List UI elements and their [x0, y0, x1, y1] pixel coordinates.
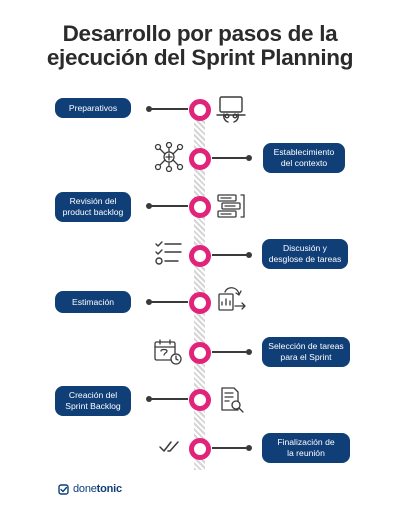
- step-5-node: [189, 292, 211, 314]
- network-hub-icon: [154, 142, 184, 172]
- step-7-node: [189, 389, 211, 411]
- document-search-icon: [221, 387, 244, 413]
- laptop-icon: [216, 96, 246, 123]
- title-line-2: ejecución del Sprint Planning: [46, 45, 354, 70]
- step-3-connector-dot: [146, 203, 152, 209]
- step-1-node: [189, 99, 211, 121]
- logo-text-part1: done: [73, 483, 97, 495]
- step-6-connector: [212, 351, 250, 353]
- step-6-label: Selección de tareas para el Sprint: [262, 337, 350, 367]
- backlog-list-icon: [217, 194, 245, 218]
- step-4-connector-dot: [246, 252, 252, 258]
- step-2-label: Establecimiento del contexto: [263, 143, 345, 173]
- step-5-label: Estimación: [55, 291, 131, 313]
- logo-text: donetonic: [73, 483, 122, 495]
- step-7-connector: [150, 398, 188, 400]
- step-4-connector: [212, 254, 250, 256]
- step-2-node: [189, 148, 211, 170]
- calendar-clock-icon: [154, 339, 182, 365]
- step-1-label: Preparativos: [55, 98, 131, 118]
- logo-text-part2: tonic: [96, 483, 122, 495]
- step-8-connector: [212, 447, 250, 449]
- step-2-connector-dot: [246, 155, 252, 161]
- timeline-spine: [194, 100, 205, 470]
- step-5-connector: [150, 301, 188, 303]
- step-8-label: Finalización de la reunión: [262, 433, 350, 463]
- step-7-connector-dot: [146, 396, 152, 402]
- logo-check-icon: [58, 483, 69, 495]
- step-3-connector: [150, 205, 188, 207]
- step-2-connector: [212, 157, 250, 159]
- double-check-icon: [159, 441, 179, 452]
- step-5-connector-dot: [146, 299, 152, 305]
- estimation-chart-icon: [218, 287, 246, 311]
- page-title: Desarrollo por pasos de la ejecución del…: [0, 22, 400, 70]
- title-line-1: Desarrollo por pasos de la: [62, 21, 338, 46]
- step-7-label: Creación del Sprint Backlog: [55, 386, 131, 416]
- step-4-label: Discusión y desglose de tareas: [262, 239, 348, 269]
- step-3-label: Revisión del product backlog: [55, 192, 131, 222]
- step-8-connector-dot: [246, 445, 252, 451]
- step-3-node: [189, 196, 211, 218]
- step-6-connector-dot: [246, 349, 252, 355]
- step-1-connector-dot: [146, 106, 152, 112]
- donetonic-logo: donetonic: [58, 483, 122, 495]
- step-1-connector: [150, 108, 188, 110]
- step-6-node: [189, 342, 211, 364]
- step-8-node: [189, 438, 211, 460]
- checklist-icon: [155, 241, 182, 265]
- step-4-node: [189, 245, 211, 267]
